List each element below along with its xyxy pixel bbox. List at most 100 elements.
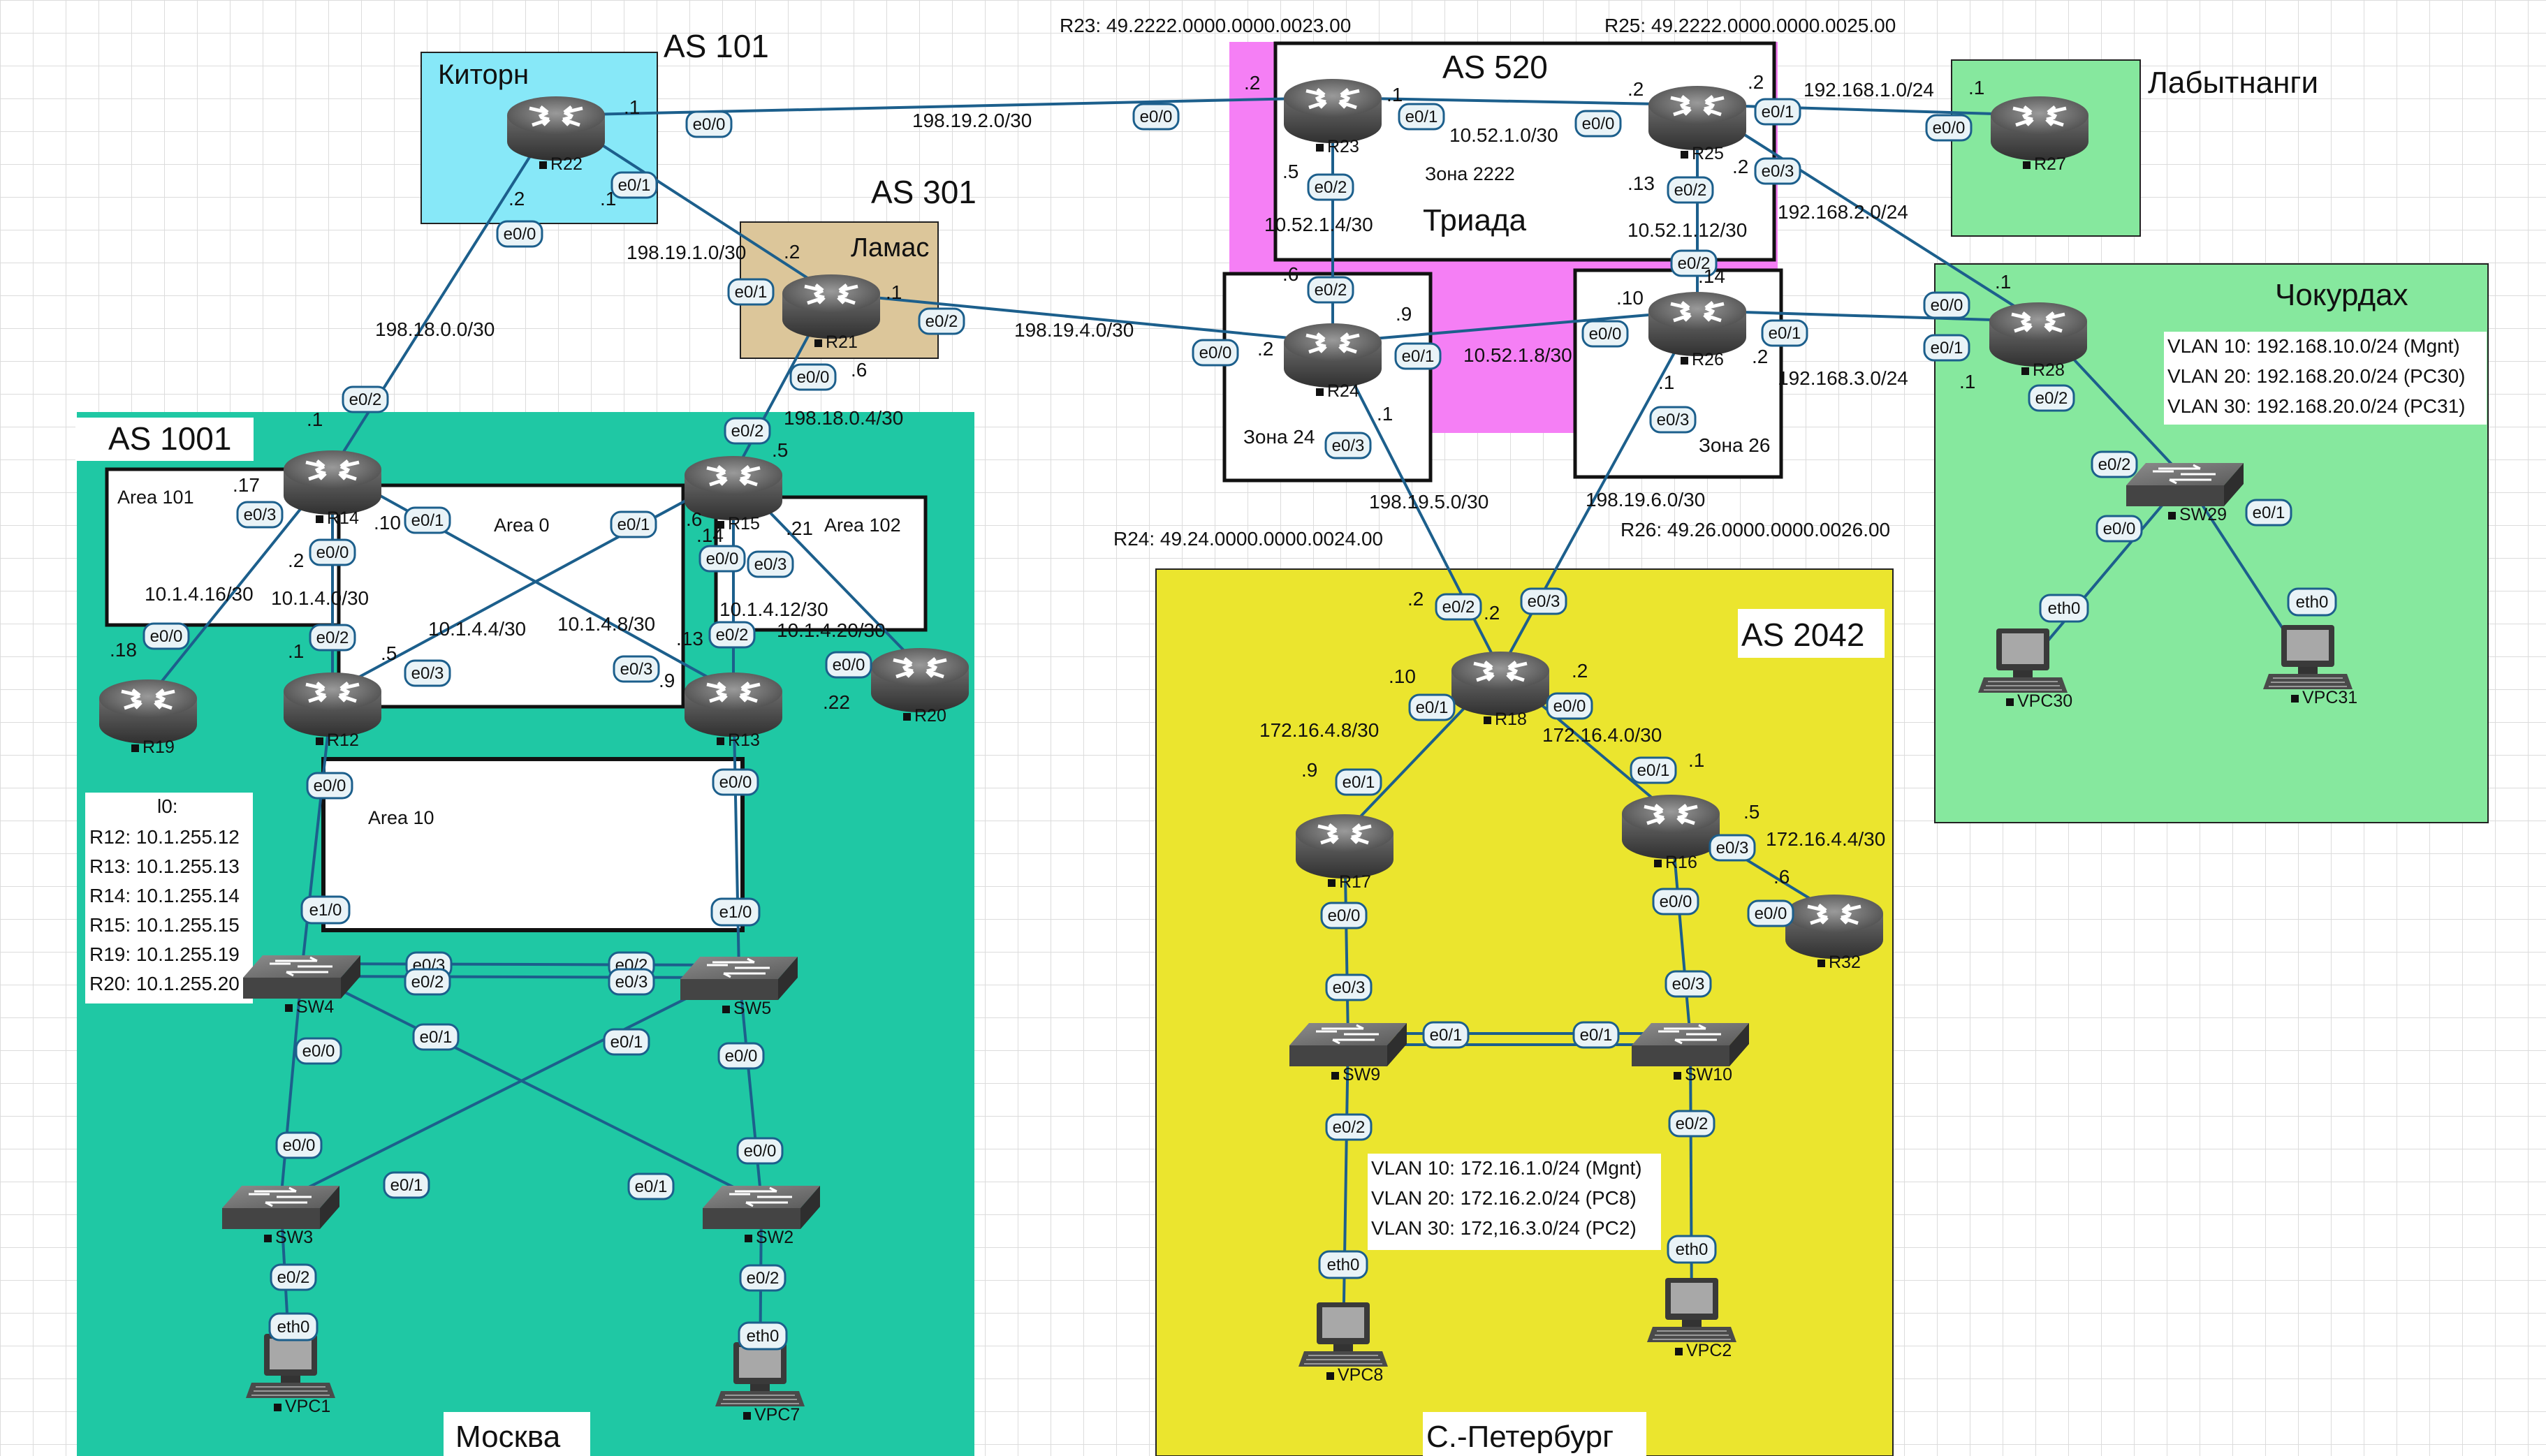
kitorn-name: Киторн xyxy=(438,59,529,90)
as1001-title: AS 1001 xyxy=(108,420,231,457)
device-vpc1[interactable]: VPC1 xyxy=(245,1333,336,1416)
device-sw10[interactable]: SW10 xyxy=(1630,1022,1750,1084)
device-r12[interactable]: R12 xyxy=(284,672,381,750)
device-vpc31[interactable]: VPC31 xyxy=(2262,624,2357,707)
device-r26[interactable]: R26 xyxy=(1648,292,1746,369)
device-r18[interactable]: R18 xyxy=(1451,652,1549,729)
router-icon xyxy=(1785,895,1883,959)
device-label: SW2 xyxy=(745,1228,793,1247)
host-octet-label: .18 xyxy=(110,639,137,661)
interface-badge: e0/0 xyxy=(1574,110,1622,138)
device-vpc2[interactable]: VPC2 xyxy=(1646,1277,1737,1360)
device-name: R28 xyxy=(2033,360,2065,380)
device-r16[interactable]: R16 xyxy=(1622,795,1720,872)
interface-name: eth0 xyxy=(2296,593,2329,612)
device-r14[interactable]: R14 xyxy=(284,450,381,528)
device-r25[interactable]: R25 xyxy=(1648,86,1746,163)
device-vpc8[interactable]: VPC8 xyxy=(1298,1302,1389,1385)
device-r17[interactable]: R17 xyxy=(1296,814,1393,892)
device-r22[interactable]: R22 xyxy=(507,96,605,174)
as2042-title: AS 2042 xyxy=(1741,617,1864,653)
device-r28[interactable]: R28 xyxy=(1989,302,2087,380)
device-r15[interactable]: R15 xyxy=(685,456,782,534)
link-sw5-sw3 xyxy=(280,971,740,1203)
host-octet-label: .1 xyxy=(600,188,616,209)
host-octet-label: .22 xyxy=(823,691,850,713)
vlan-entry: VLAN 20: 172.16.2.0/24 (PC8) xyxy=(1371,1187,1637,1209)
interface-name: eth0 xyxy=(2048,599,2081,618)
host-octet-label: .2 xyxy=(1752,346,1768,367)
area10-box xyxy=(321,757,745,932)
device-label: VPC30 xyxy=(2006,691,2072,711)
interface-name: e0/3 xyxy=(1332,436,1365,455)
switch-icon xyxy=(1288,1022,1408,1068)
interface-name: e0/1 xyxy=(618,176,651,195)
subnet-label: 10.1.4.16/30 xyxy=(145,583,254,605)
interface-badge: eth0 xyxy=(1667,1235,1717,1264)
area0-label: Area 0 xyxy=(494,515,550,536)
device-sw2[interactable]: SW2 xyxy=(701,1184,821,1247)
moscow-name-bg xyxy=(444,1412,590,1456)
interface-badge: e0/1 xyxy=(603,1028,650,1056)
router-icon xyxy=(1622,795,1720,859)
link-sw4-sw2 xyxy=(301,969,762,1203)
device-vpc30[interactable]: VPC30 xyxy=(1977,628,2072,711)
interface-name: e0/1 xyxy=(390,1176,423,1195)
interface-badge: e0/1 xyxy=(1408,693,1456,721)
device-sw3[interactable]: SW3 xyxy=(221,1184,341,1247)
subnet-label: 192.168.3.0/24 xyxy=(1778,367,1908,389)
interface-badge: eth0 xyxy=(2287,587,2337,617)
triada-name: Триада xyxy=(1423,203,1527,237)
vlan-entry: VLAN 10: 192.168.10.0/24 (Mgnt) xyxy=(2167,335,2460,357)
interface-badge: e0/3 xyxy=(236,501,284,529)
host-octet-label: .17 xyxy=(233,474,260,496)
interface-badge: e0/1 xyxy=(1572,1021,1620,1049)
interface-badge: e1/0 xyxy=(710,897,761,927)
device-r21[interactable]: R21 xyxy=(782,274,880,352)
device-sw9[interactable]: SW9 xyxy=(1288,1022,1408,1084)
interface-badge: e0/2 xyxy=(1435,593,1482,621)
device-r13[interactable]: R13 xyxy=(685,672,782,750)
device-name: R20 xyxy=(914,706,946,726)
device-r20[interactable]: R20 xyxy=(871,648,969,726)
interface-badge: e0/3 xyxy=(1665,970,1712,998)
device-sw5[interactable]: SW5 xyxy=(679,955,799,1018)
device-sw29[interactable]: SW29 xyxy=(2125,462,2245,524)
interface-name: e0/0 xyxy=(316,543,349,562)
area10-label: Area 10 xyxy=(368,807,434,828)
interface-badge: e0/3 xyxy=(1325,973,1373,1001)
host-octet-label: .1 xyxy=(307,409,323,430)
lamas-name: Ламас xyxy=(851,233,929,263)
interface-name: e0/1 xyxy=(2253,503,2285,522)
interface-badge: e0/0 xyxy=(712,768,759,796)
device-r32[interactable]: R32 xyxy=(1785,895,1883,972)
interface-name: e0/0 xyxy=(833,656,865,675)
device-name: R27 xyxy=(2034,154,2066,174)
interface-name: e0/0 xyxy=(1140,108,1173,126)
device-vpc7[interactable]: VPC7 xyxy=(715,1341,805,1425)
nsap-r25: R25: 49.2222.0000.0000.0025.00 xyxy=(1604,15,1896,36)
interface-name: e0/1 xyxy=(635,1177,668,1196)
interface-badge: e0/0 xyxy=(1652,888,1699,915)
interface-name: e0/0 xyxy=(1553,697,1586,716)
device-r24[interactable]: R24 xyxy=(1284,323,1382,401)
host-octet-label: .2 xyxy=(784,241,800,263)
device-r19[interactable]: R19 xyxy=(99,679,197,757)
interface-name: eth0 xyxy=(277,1318,310,1337)
host-octet-label: .2 xyxy=(1244,72,1260,94)
device-name: R21 xyxy=(826,332,858,352)
spb-zone xyxy=(1155,568,1894,1456)
host-octet-label: .2 xyxy=(1627,78,1644,100)
device-r27[interactable]: R27 xyxy=(1991,96,2088,174)
interface-name: e0/1 xyxy=(1430,1026,1463,1045)
as2042-title-bg xyxy=(1738,609,1885,658)
device-r23[interactable]: R23 xyxy=(1284,79,1382,156)
subnet-label: 192.168.2.0/24 xyxy=(1778,201,1908,223)
interface-name: e0/0 xyxy=(797,368,830,387)
interface-badge: e0/3 xyxy=(608,968,655,996)
router-icon xyxy=(507,96,605,161)
switch-icon xyxy=(1630,1022,1750,1068)
interface-badge: e0/0 xyxy=(789,363,837,391)
device-sw4[interactable]: SW4 xyxy=(242,954,362,1017)
